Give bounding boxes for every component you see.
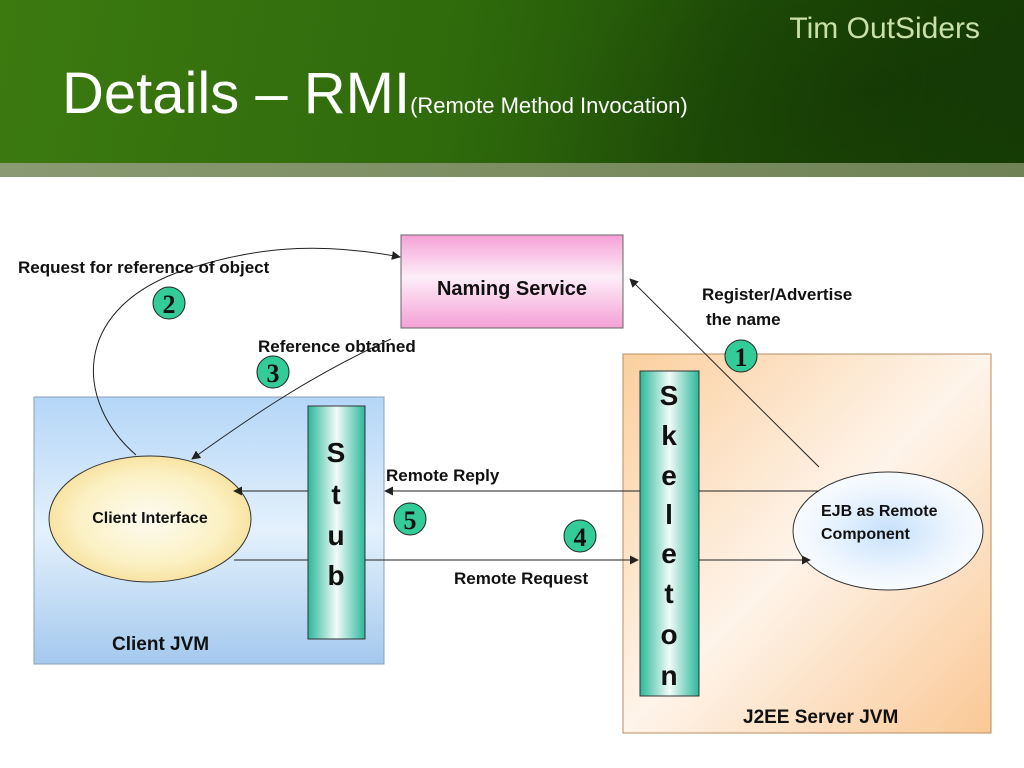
- step-number-1: 1: [735, 343, 748, 372]
- ejb-component-label-2: Component: [821, 526, 911, 543]
- step-badge-1: 1: [724, 339, 758, 373]
- step-number-2: 2: [163, 290, 176, 319]
- skeleton-letter: o: [660, 619, 677, 650]
- stub-bar: [307, 405, 366, 640]
- slide-title: Details – RMI(Remote Method Invocation): [62, 60, 688, 127]
- header-divider: [0, 163, 1024, 177]
- step4-label: Remote Request: [454, 569, 588, 588]
- step1-label-line2: the name: [706, 310, 781, 329]
- step-number-4: 4: [574, 523, 587, 552]
- naming-service-box: [400, 234, 624, 329]
- naming-service-label: Naming Service: [437, 278, 587, 300]
- step5-label: Remote Reply: [386, 466, 500, 485]
- skeleton-letter: l: [665, 499, 673, 530]
- slide-title-main: Details – RMI: [62, 61, 411, 126]
- step2-label: Request for reference of object: [18, 258, 270, 277]
- client-jvm-label: Client JVM: [112, 634, 209, 655]
- stub-letter: u: [327, 520, 344, 551]
- client-interface-ellipse: [48, 455, 252, 583]
- skeleton-letter: n: [660, 660, 677, 691]
- arrow-request-reference: [93, 247, 401, 456]
- step1-label: Register/Advertise: [702, 285, 852, 304]
- skeleton-letter: S: [660, 380, 679, 411]
- slide-header: [0, 0, 1024, 163]
- stub-letter: b: [327, 560, 344, 591]
- step-badge-5: 5: [393, 502, 427, 536]
- skeleton-letter: k: [661, 420, 677, 451]
- arrow-reference-obtained: [191, 338, 392, 460]
- ejb-component-label-1: EJB as Remote: [821, 503, 938, 520]
- ejb-component-ellipse: [792, 471, 984, 591]
- stub-letter: t: [331, 479, 340, 510]
- skeleton-letter: e: [661, 460, 677, 491]
- skeleton-letters: S k e l e t o n: [660, 380, 679, 691]
- skeleton-bar: [639, 370, 700, 697]
- skeleton-letter: t: [664, 578, 673, 609]
- step-badge-3: 3: [256, 355, 290, 389]
- step-number-3: 3: [267, 359, 280, 388]
- brand-text: Tim OutSiders: [789, 12, 980, 45]
- stub-letter: S: [327, 437, 346, 468]
- step-badge-2: 2: [152, 286, 186, 320]
- rmi-diagram: Client JVM J2EE Server JVM Naming Servic…: [18, 234, 992, 734]
- stub-letters: S t u b: [327, 437, 346, 591]
- step-badge-4: 4: [563, 519, 597, 553]
- step3-label: Reference obtained: [258, 337, 416, 356]
- server-jvm-label: J2EE Server JVM: [743, 707, 898, 728]
- step-number-5: 5: [404, 506, 417, 535]
- arrow-register: [629, 278, 820, 468]
- skeleton-letter: e: [661, 538, 677, 569]
- slide-title-suffix: (Remote Method Invocation): [410, 93, 688, 118]
- client-interface-label: Client Interface: [92, 510, 208, 527]
